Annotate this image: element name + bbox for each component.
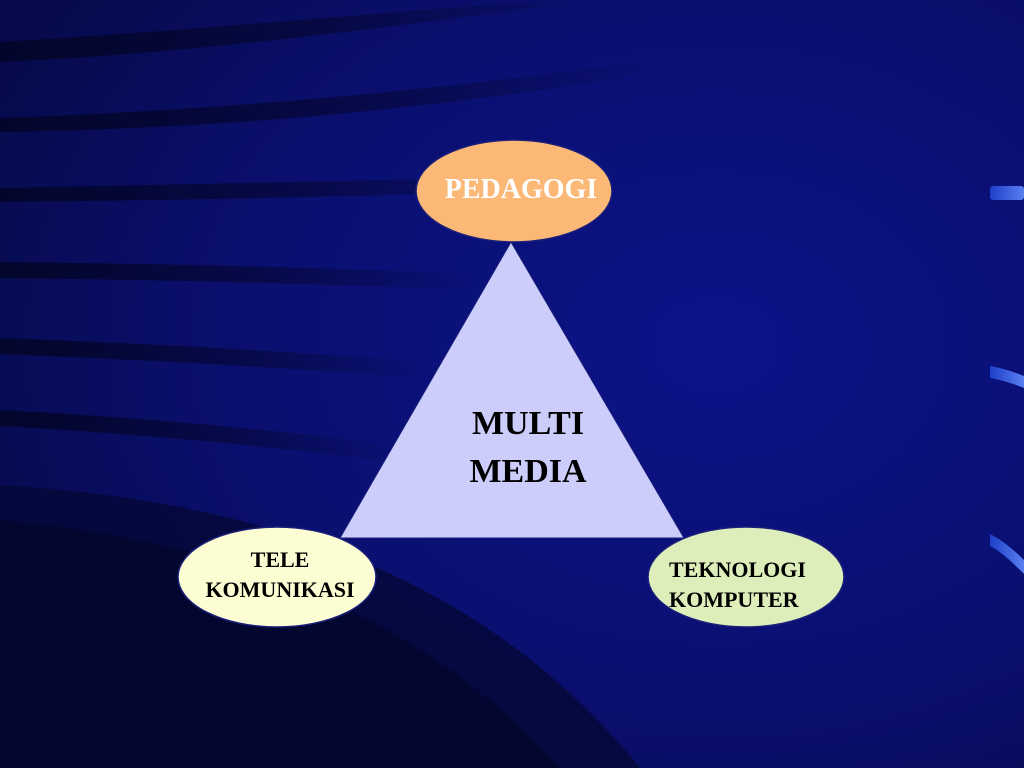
pedagogi-node: PEDAGOGI [415,139,613,243]
accent-tab [990,186,1024,200]
telekomunikasi-node: TELE KOMUNIKASI [177,526,377,628]
background-streak [0,0,600,62]
background-streak [0,262,480,290]
pedagogi-label: PEDAGOGI [445,174,597,205]
center-label-line1: MULTI [472,405,584,442]
pedagogi-ellipse [415,139,613,243]
background-swoosh [0,520,560,768]
teknologi-komputer-label-line2: KOMPUTER [669,587,800,612]
background-streak [0,62,660,132]
background-streak [0,338,430,378]
accent-tab [990,366,1024,388]
teknologi-komputer-label-line1: TEKNOLOGI [669,557,806,582]
teknologi-komputer-node: TEKNOLOGI KOMPUTER [647,526,845,628]
telekomunikasi-label-line1: TELE [251,547,310,572]
teknologi-komputer-ellipse [647,526,845,628]
telekomunikasi-label-line2: KOMUNIKASI [205,577,354,602]
center-label-line2: MEDIA [469,453,587,490]
accent-tab [990,534,1024,574]
multimedia-triangle [339,241,685,539]
telekomunikasi-ellipse [177,526,377,628]
background-streak [0,410,400,462]
